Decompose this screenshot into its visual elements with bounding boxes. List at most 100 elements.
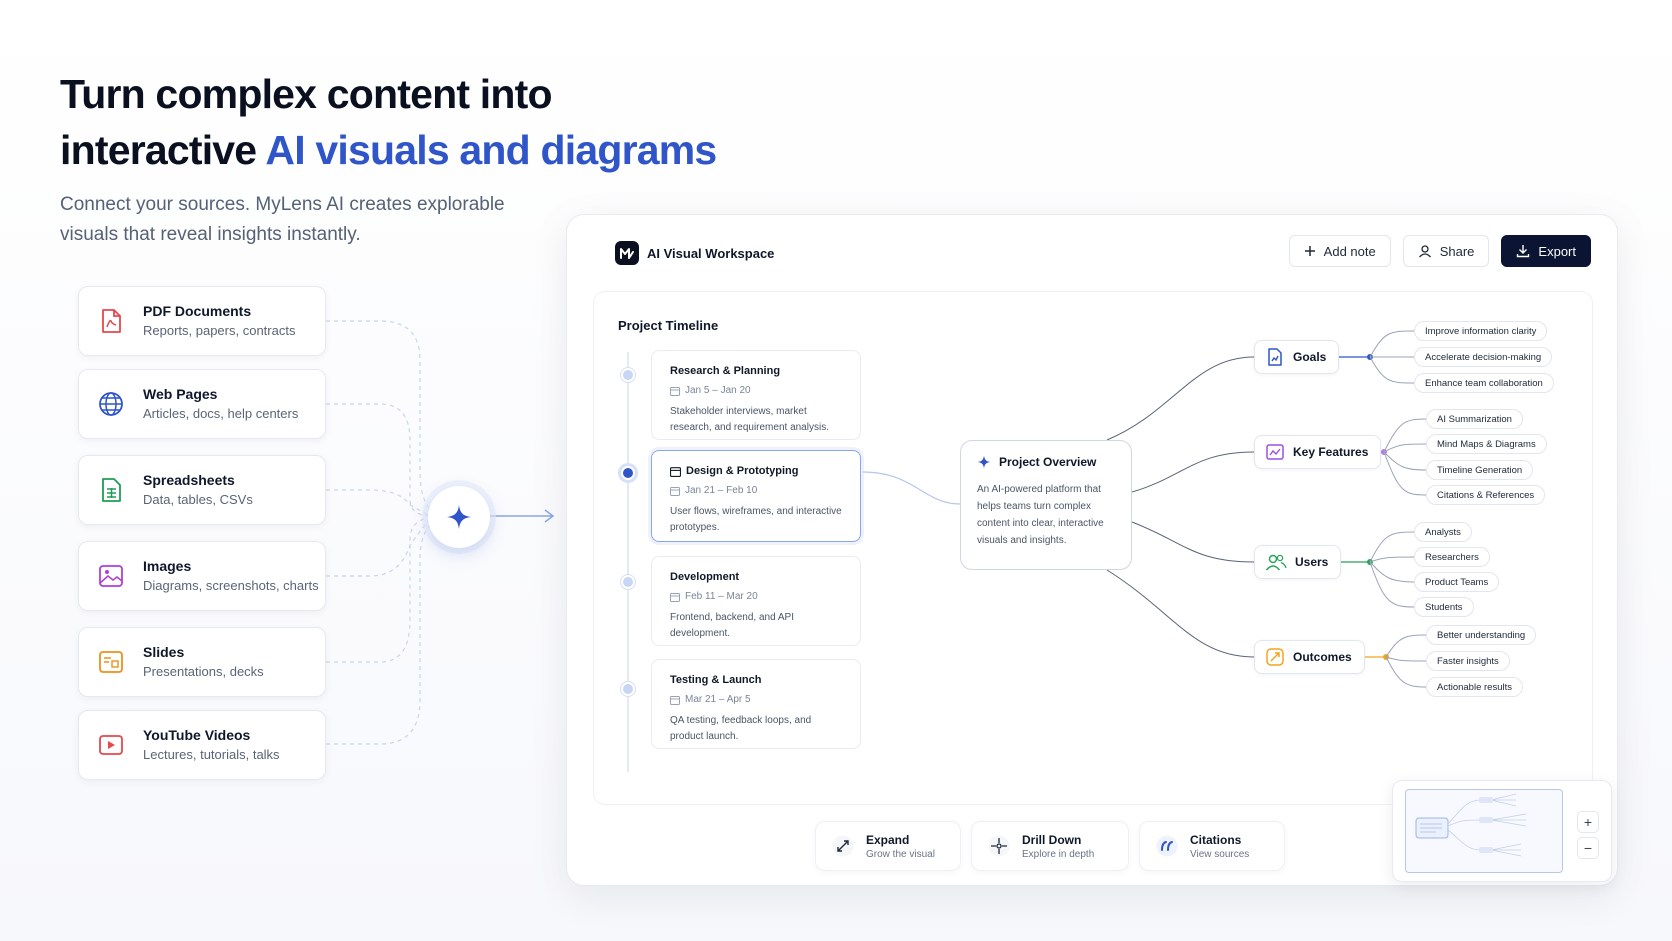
- leaf-node[interactable]: Actionable results: [1426, 677, 1523, 697]
- source-desc: Data, tables, CSVs: [143, 492, 253, 507]
- globe-icon: [99, 392, 123, 416]
- export-button[interactable]: Export: [1501, 235, 1591, 267]
- logo-icon: [620, 248, 634, 259]
- source-card-spreadsheet[interactable]: Spreadsheets Data, tables, CSVs: [78, 455, 326, 525]
- leaf-node[interactable]: Students: [1414, 597, 1474, 617]
- video-icon: [99, 735, 123, 755]
- source-card-slides[interactable]: Slides Presentations, decks: [78, 627, 326, 697]
- sparkle-icon: [447, 505, 471, 529]
- sparkle-icon: [977, 455, 991, 469]
- branch-label: Key Features: [1293, 445, 1369, 459]
- drill-down-icon: [988, 835, 1010, 857]
- branch-node-outcomes[interactable]: Outcomes: [1254, 640, 1365, 674]
- source-card-web[interactable]: Web Pages Articles, docs, help centers: [78, 369, 326, 439]
- minimap[interactable]: + −: [1392, 780, 1612, 882]
- branch-node-goals[interactable]: Goals: [1254, 340, 1340, 374]
- add-note-label: Add note: [1323, 243, 1376, 259]
- plus-icon: [1304, 246, 1315, 256]
- calendar-icon: [670, 592, 680, 602]
- leaf-node[interactable]: Faster insights: [1426, 651, 1510, 671]
- image-icon: [99, 565, 123, 587]
- source-title: Web Pages: [143, 386, 218, 402]
- timeline-dot[interactable]: [621, 682, 635, 696]
- phase-date: Jan 5 – Jan 20: [685, 385, 751, 396]
- hero-title-line2: interactive AI visuals and diagrams: [60, 122, 717, 178]
- share-button[interactable]: Share: [1402, 235, 1490, 267]
- toolbar-bottom: Expand Grow the visual Drill Down Explor…: [815, 821, 1285, 871]
- phase-date: Mar 21 – Apr 5: [685, 694, 751, 705]
- timeline-dot[interactable]: [621, 575, 635, 589]
- hero-title-line1: Turn complex content into: [60, 71, 553, 117]
- hero-title: Turn complex content into interactive AI…: [60, 66, 717, 178]
- branch-node-users[interactable]: Users: [1254, 545, 1342, 579]
- phase-card[interactable]: Research & Planning Jan 5 – Jan 20 Stake…: [651, 350, 861, 440]
- app-logo: [615, 241, 639, 265]
- leaf-node[interactable]: Analysts: [1414, 522, 1472, 542]
- phase-date-row: Mar 21 – Apr 5: [670, 694, 842, 705]
- leaf-node[interactable]: Accelerate decision-making: [1414, 347, 1553, 367]
- drill-down-button[interactable]: Drill Down Explore in depth: [971, 821, 1129, 871]
- download-icon: [1517, 245, 1530, 258]
- branch-node-key-features[interactable]: Key Features: [1254, 435, 1382, 469]
- workspace-actions: Add note Share Export: [1288, 235, 1591, 267]
- source-card-youtube[interactable]: YouTube Videos Lectures, tutorials, talk…: [78, 710, 326, 780]
- phase-card[interactable]: Development Feb 11 – Mar 20 Frontend, ba…: [651, 556, 861, 646]
- tool-desc: Explore in depth: [1022, 848, 1095, 860]
- phase-title-row: Design & Prototyping: [670, 465, 842, 477]
- source-title: Images: [143, 558, 192, 574]
- phase-date: Jan 21 – Feb 10: [685, 485, 758, 496]
- leaf-node[interactable]: Timeline Generation: [1426, 460, 1534, 480]
- timeline-track: [627, 352, 629, 772]
- hero-title-plain: interactive: [60, 127, 257, 173]
- leaf-node[interactable]: Mind Maps & Diagrams: [1426, 434, 1547, 454]
- minimap-preview: [1415, 793, 1527, 857]
- timeline-dot-active[interactable]: [621, 466, 635, 480]
- source-title: Spreadsheets: [143, 472, 235, 488]
- leaf-node[interactable]: Product Teams: [1414, 572, 1500, 592]
- goals-icon: [1268, 348, 1282, 366]
- branch-label: Outcomes: [1293, 650, 1352, 664]
- phase-title: Development: [670, 571, 740, 583]
- users-icon: [1265, 554, 1287, 571]
- source-title: Slides: [143, 644, 185, 660]
- phase-card-active[interactable]: Design & Prototyping Jan 21 – Feb 10 Use…: [651, 450, 861, 542]
- outcomes-icon: [1266, 648, 1284, 666]
- leaf-node[interactable]: Better understanding: [1426, 625, 1537, 645]
- zoom-in-button[interactable]: +: [1577, 811, 1599, 833]
- phase-date-row: Jan 5 – Jan 20: [670, 385, 842, 396]
- phase-desc: Stakeholder interviews, market research,…: [670, 406, 829, 433]
- minimap-viewport[interactable]: [1405, 789, 1563, 873]
- phase-card[interactable]: Testing & Launch Mar 21 – Apr 5 QA testi…: [651, 659, 861, 749]
- calendar-icon: [670, 386, 680, 396]
- mind-map-links: [862, 330, 1427, 688]
- leaf-node[interactable]: Improve information clarity: [1414, 321, 1548, 341]
- phase-date: Feb 11 – Mar 20: [685, 591, 758, 602]
- add-note-button[interactable]: Add note: [1288, 235, 1391, 267]
- phase-desc: User flows, wireframes, and interactive …: [670, 506, 842, 533]
- branch-label: Users: [1295, 555, 1329, 569]
- project-overview-node[interactable]: Project Overview An AI-powered platform …: [960, 440, 1132, 570]
- zoom-out-button[interactable]: −: [1577, 837, 1599, 859]
- source-card-images[interactable]: Images Diagrams, screenshots, charts: [78, 541, 326, 611]
- phase-title: Research & Planning: [670, 365, 781, 377]
- tool-desc: View sources: [1190, 848, 1250, 860]
- leaf-node[interactable]: AI Summarization: [1426, 409, 1523, 429]
- source-desc: Presentations, decks: [143, 664, 264, 679]
- export-label: Export: [1538, 243, 1576, 259]
- quote-icon: [1156, 835, 1178, 857]
- source-desc: Lectures, tutorials, talks: [143, 747, 280, 762]
- source-desc: Diagrams, screenshots, charts: [143, 578, 319, 593]
- timeline-dot[interactable]: [621, 368, 635, 382]
- leaf-node[interactable]: Citations & References: [1426, 485, 1546, 505]
- expand-button[interactable]: Expand Grow the visual: [815, 821, 961, 871]
- tool-desc: Grow the visual: [866, 848, 935, 860]
- citations-button[interactable]: Citations View sources: [1139, 821, 1285, 871]
- hero-title-accent: AI visuals and diagrams: [265, 127, 717, 173]
- phase-title: Testing & Launch: [670, 674, 762, 686]
- leaf-node[interactable]: Enhance team collaboration: [1414, 373, 1554, 393]
- tool-title: Drill Down: [1022, 832, 1082, 847]
- phase-date-row: Jan 21 – Feb 10: [670, 485, 842, 496]
- leaf-node[interactable]: Researchers: [1414, 547, 1490, 567]
- diagram-canvas[interactable]: Project Timeline: [593, 291, 1612, 882]
- source-card-pdf[interactable]: PDF Documents Reports, papers, contracts: [78, 286, 326, 356]
